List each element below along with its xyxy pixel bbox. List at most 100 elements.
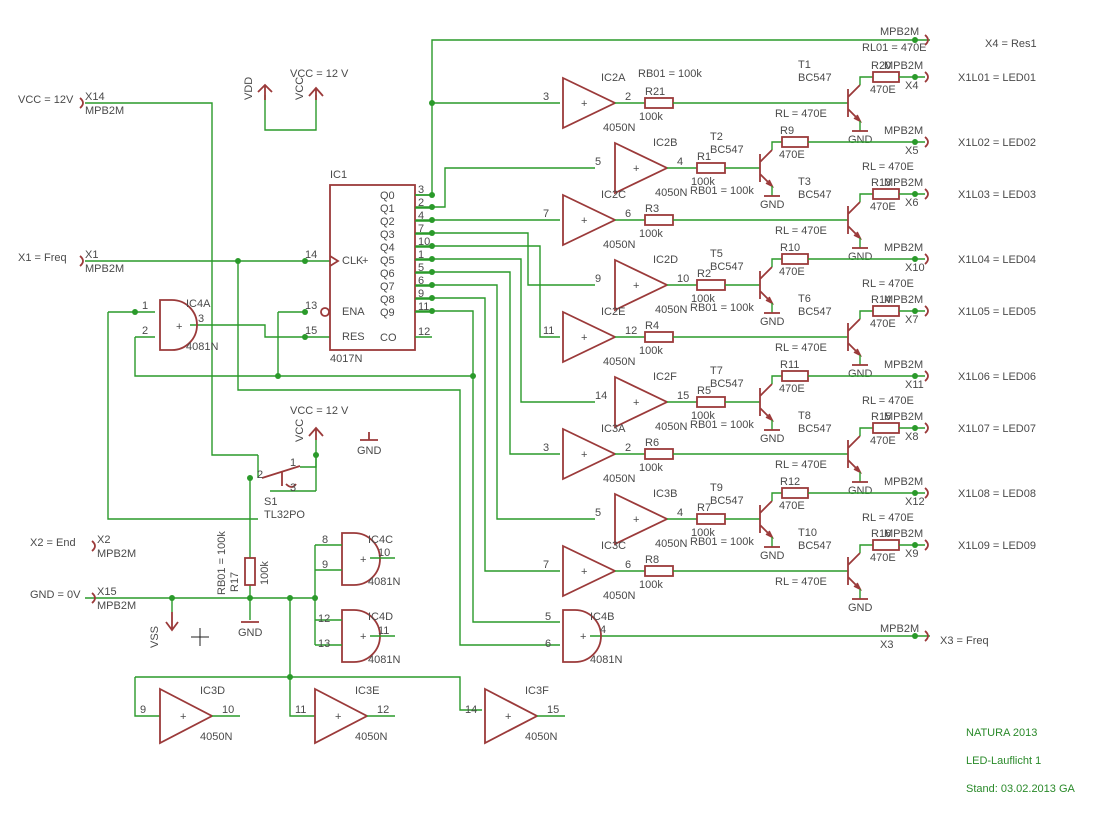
rb-value: 100k <box>639 111 663 123</box>
buffer-ic2d <box>614 258 670 312</box>
x2-net: X2 = End <box>30 537 76 549</box>
transistor-type: BC547 <box>798 306 832 318</box>
buffer-ic2c <box>562 193 618 247</box>
ic1-pin-q1: Q1 <box>380 203 395 215</box>
buffer-type: 4050N <box>655 187 687 199</box>
buffer-name: IC2B <box>653 137 677 149</box>
gnd-label: GND <box>760 199 785 211</box>
buffer-plus: + <box>581 449 587 461</box>
rb-name: R6 <box>645 437 659 449</box>
transistor-type: BC547 <box>710 261 744 273</box>
transistor-name: T2 <box>710 131 723 143</box>
buffer-ic2e <box>562 310 618 364</box>
transistor-name: T5 <box>710 248 723 260</box>
ic1-pin-q3: Q3 <box>380 229 395 241</box>
buffer-in-pin: 11 <box>295 704 306 716</box>
rb-name: R2 <box>697 268 711 280</box>
buffer-name: IC2E <box>601 306 625 318</box>
x3-net: X3 = Freq <box>940 635 989 647</box>
connector-pin <box>924 305 929 317</box>
connector-type: MPB2M <box>884 294 923 306</box>
rl-note: RL = 470E <box>775 108 827 120</box>
rl-value: 470E <box>779 383 805 395</box>
buffer-name: IC2A <box>601 72 626 84</box>
rb-value: 100k <box>639 228 663 240</box>
connector-pin <box>924 71 929 83</box>
transistor-type: BC547 <box>798 189 832 201</box>
rl-name: R20 <box>871 60 891 72</box>
x15-net: GND = 0V <box>30 589 81 601</box>
connector-name: X7 <box>905 314 918 326</box>
ic1-pin-ena: ENA <box>342 306 365 318</box>
x2-type: MPB2M <box>97 548 136 560</box>
rl-value: 470E <box>870 84 896 96</box>
s1-pin1: 1 <box>290 457 296 469</box>
rl-value: 470E <box>779 266 805 278</box>
ic1-pin-co: CO <box>380 332 397 344</box>
ic4a-name: IC4A <box>186 298 211 310</box>
buffer-out-pin: 6 <box>625 559 631 571</box>
rb-note: RB01 = 100k <box>638 68 702 80</box>
buffer-in-pin: 9 <box>595 273 601 285</box>
transistor-type: BC547 <box>798 72 832 84</box>
x3-type: MPB2M <box>880 623 919 635</box>
ic1-pinnum-13: 13 <box>305 300 317 312</box>
buffer-in-pin: 3 <box>543 442 549 454</box>
resistor-r16 <box>872 539 900 551</box>
transistor-name: T8 <box>798 410 811 422</box>
buffer-ic2f <box>614 375 670 429</box>
svg-text:+: + <box>360 554 366 566</box>
ic4a-pin2: 2 <box>142 325 148 337</box>
ic1-pinnum-6: 6 <box>418 275 424 287</box>
connector-type: MPB2M <box>884 476 923 488</box>
ic1-pin-q8: Q8 <box>380 294 395 306</box>
footer-line3: Stand: 03.02.2013 GA <box>966 783 1076 795</box>
ic4b-pin4: 4 <box>600 624 606 636</box>
buffer-ic3c <box>562 544 618 598</box>
buffer-out-pin: 4 <box>677 156 683 168</box>
gnd-label-r17: GND <box>238 627 263 639</box>
connector-name: X10 <box>905 262 925 274</box>
resistor-r3 <box>644 214 674 226</box>
led-output-label: X1L03 = LED03 <box>958 189 1036 201</box>
rl-name: R14 <box>871 294 891 306</box>
s1-type: TL32PO <box>264 509 305 521</box>
buffer-triangle <box>484 687 539 745</box>
led-output-label: X1L04 = LED04 <box>958 254 1036 266</box>
x14-net: VCC = 12V <box>18 94 74 106</box>
rl-name: R13 <box>871 177 891 189</box>
ic1-pin-q2: Q2 <box>380 216 395 228</box>
buffer-plus: + <box>633 397 639 409</box>
resistor-r12 <box>781 487 809 499</box>
x14-type: MPB2M <box>85 105 124 117</box>
ic1-counter: IC1 4017N CLK ENA RES 14 13 15 + <box>305 169 416 365</box>
s1-pin2: 2 <box>257 469 263 481</box>
ic4b-type: 4081N <box>590 654 622 666</box>
buffer-type: 4050N <box>525 731 557 743</box>
ic1-pin-q9: Q9 <box>380 307 395 319</box>
ic4b-pin6: 6 <box>545 638 551 650</box>
resistor-r15 <box>872 422 900 434</box>
wire <box>771 258 782 267</box>
gnd-label: GND <box>848 602 873 614</box>
led-output-label: X1L09 = LED09 <box>958 540 1036 552</box>
resistor-r10 <box>781 253 809 265</box>
ic4c-pin8: 8 <box>322 534 328 546</box>
ic1-pinnum-10: 10 <box>418 236 430 248</box>
buffer-in-pin: 5 <box>595 507 601 519</box>
wires <box>85 39 930 717</box>
connector-name: X11 <box>905 379 924 391</box>
r17-value: 100k <box>259 561 271 585</box>
wire <box>859 193 873 202</box>
transistor-name: T3 <box>798 176 811 188</box>
buffer-name: IC2C <box>601 189 626 201</box>
transistor-type: BC547 <box>710 495 744 507</box>
gnd-label: GND <box>848 368 873 380</box>
buffer-plus: + <box>633 280 639 292</box>
rb-name: R1 <box>697 151 711 163</box>
